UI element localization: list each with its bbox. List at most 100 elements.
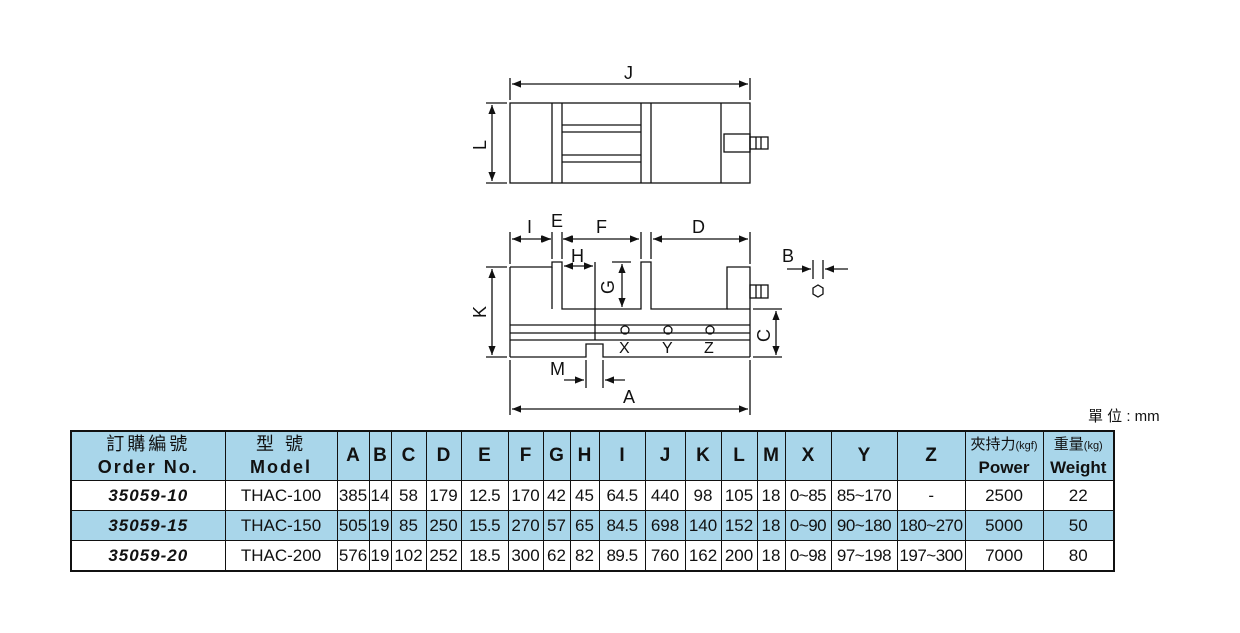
header-i: I [598, 430, 646, 481]
header-model: 型 號 Model [224, 430, 338, 481]
header-c: C [390, 430, 427, 481]
cell-g: 57 [542, 510, 571, 541]
header-d: D [425, 430, 462, 481]
cell-j: 698 [644, 510, 686, 541]
cell-model: THAC-100 [224, 480, 338, 511]
header-b: B [368, 430, 392, 481]
cell-x: 0~85 [784, 480, 832, 511]
pos-label-x: X [619, 340, 630, 357]
cell-h: 45 [569, 480, 600, 511]
dim-label-c: C [754, 329, 774, 342]
cell-z: 180~270 [896, 510, 966, 541]
cell-e: 18.5 [460, 540, 509, 572]
cell-m: 18 [756, 510, 786, 541]
cell-y: 85~170 [830, 480, 898, 511]
header-weight: 重量(kg) Weight [1042, 430, 1115, 481]
cell-a: 576 [336, 540, 370, 572]
dim-label-l: L [470, 140, 490, 150]
cell-i: 89.5 [598, 540, 646, 572]
cell-z: - [896, 480, 966, 511]
header-x: X [784, 430, 832, 481]
header-e: E [460, 430, 509, 481]
cell-j: 760 [644, 540, 686, 572]
header-j: J [644, 430, 686, 481]
dim-label-d: D [692, 217, 705, 237]
dim-label-i: I [527, 217, 532, 237]
cell-b: 19 [368, 510, 392, 541]
cell-e: 15.5 [460, 510, 509, 541]
cell-x: 0~98 [784, 540, 832, 572]
cell-order: 35059-20 [70, 540, 226, 572]
cell-f: 270 [507, 510, 544, 541]
header-g: G [542, 430, 571, 481]
cell-weight: 50 [1042, 510, 1115, 541]
cell-order: 35059-10 [70, 480, 226, 511]
cell-b: 19 [368, 540, 392, 572]
dim-label-g: G [598, 280, 618, 294]
cell-b: 14 [368, 480, 392, 511]
unit-note: 單 位 : mm [1088, 408, 1160, 425]
cell-f: 170 [507, 480, 544, 511]
header-h: H [569, 430, 600, 481]
cell-m: 18 [756, 480, 786, 511]
cell-model: THAC-150 [224, 510, 338, 541]
spec-table: 訂購編號 Order No. 型 號 Model A B C D E F G H… [70, 430, 1115, 572]
cell-h: 82 [569, 540, 600, 572]
header-a: A [336, 430, 370, 481]
header-l: L [720, 430, 758, 481]
cell-f: 300 [507, 540, 544, 572]
header-power: 夾持力(kgf) Power [964, 430, 1044, 481]
header-k: K [684, 430, 722, 481]
cell-h: 65 [569, 510, 600, 541]
technical-drawing: J L I E F D H G K B C M A X Y Z [470, 63, 848, 415]
cell-l: 105 [720, 480, 758, 511]
dim-label-k: K [470, 306, 490, 318]
table-header-row: 訂購編號 Order No. 型 號 Model A B C D E F G H… [70, 430, 1115, 481]
cell-e: 12.5 [460, 480, 509, 511]
header-m: M [756, 430, 786, 481]
cell-y: 97~198 [830, 540, 898, 572]
dim-label-e: E [551, 211, 563, 231]
cell-power: 7000 [964, 540, 1044, 572]
cell-g: 62 [542, 540, 571, 572]
dim-label-a: A [623, 387, 635, 407]
cell-j: 440 [644, 480, 686, 511]
cell-c: 85 [390, 510, 427, 541]
cell-power: 5000 [964, 510, 1044, 541]
cell-c: 58 [390, 480, 427, 511]
cell-d: 250 [425, 510, 462, 541]
header-z: Z [896, 430, 966, 481]
cell-d: 252 [425, 540, 462, 572]
cell-l: 152 [720, 510, 758, 541]
cell-a: 385 [336, 480, 370, 511]
cell-g: 42 [542, 480, 571, 511]
top-view [486, 78, 769, 184]
cell-i: 84.5 [598, 510, 646, 541]
header-y: Y [830, 430, 898, 481]
cell-d: 179 [425, 480, 462, 511]
cell-i: 64.5 [598, 480, 646, 511]
dim-label-h: H [571, 246, 584, 266]
dim-label-f: F [596, 217, 607, 237]
cell-x: 0~90 [784, 510, 832, 541]
dim-label-j: J [624, 63, 633, 83]
cell-a: 505 [336, 510, 370, 541]
pos-label-y: Y [662, 340, 673, 357]
dim-label-m: M [550, 359, 565, 379]
header-order: 訂購編號 Order No. [70, 430, 226, 481]
cell-z: 197~300 [896, 540, 966, 572]
cell-k: 162 [684, 540, 722, 572]
cell-m: 18 [756, 540, 786, 572]
pos-label-z: Z [704, 340, 714, 357]
cell-k: 98 [684, 480, 722, 511]
cell-weight: 22 [1042, 480, 1115, 511]
front-view [486, 232, 848, 415]
cell-y: 90~180 [830, 510, 898, 541]
header-f: F [507, 430, 544, 481]
cell-weight: 80 [1042, 540, 1115, 572]
cell-k: 140 [684, 510, 722, 541]
cell-model: THAC-200 [224, 540, 338, 572]
